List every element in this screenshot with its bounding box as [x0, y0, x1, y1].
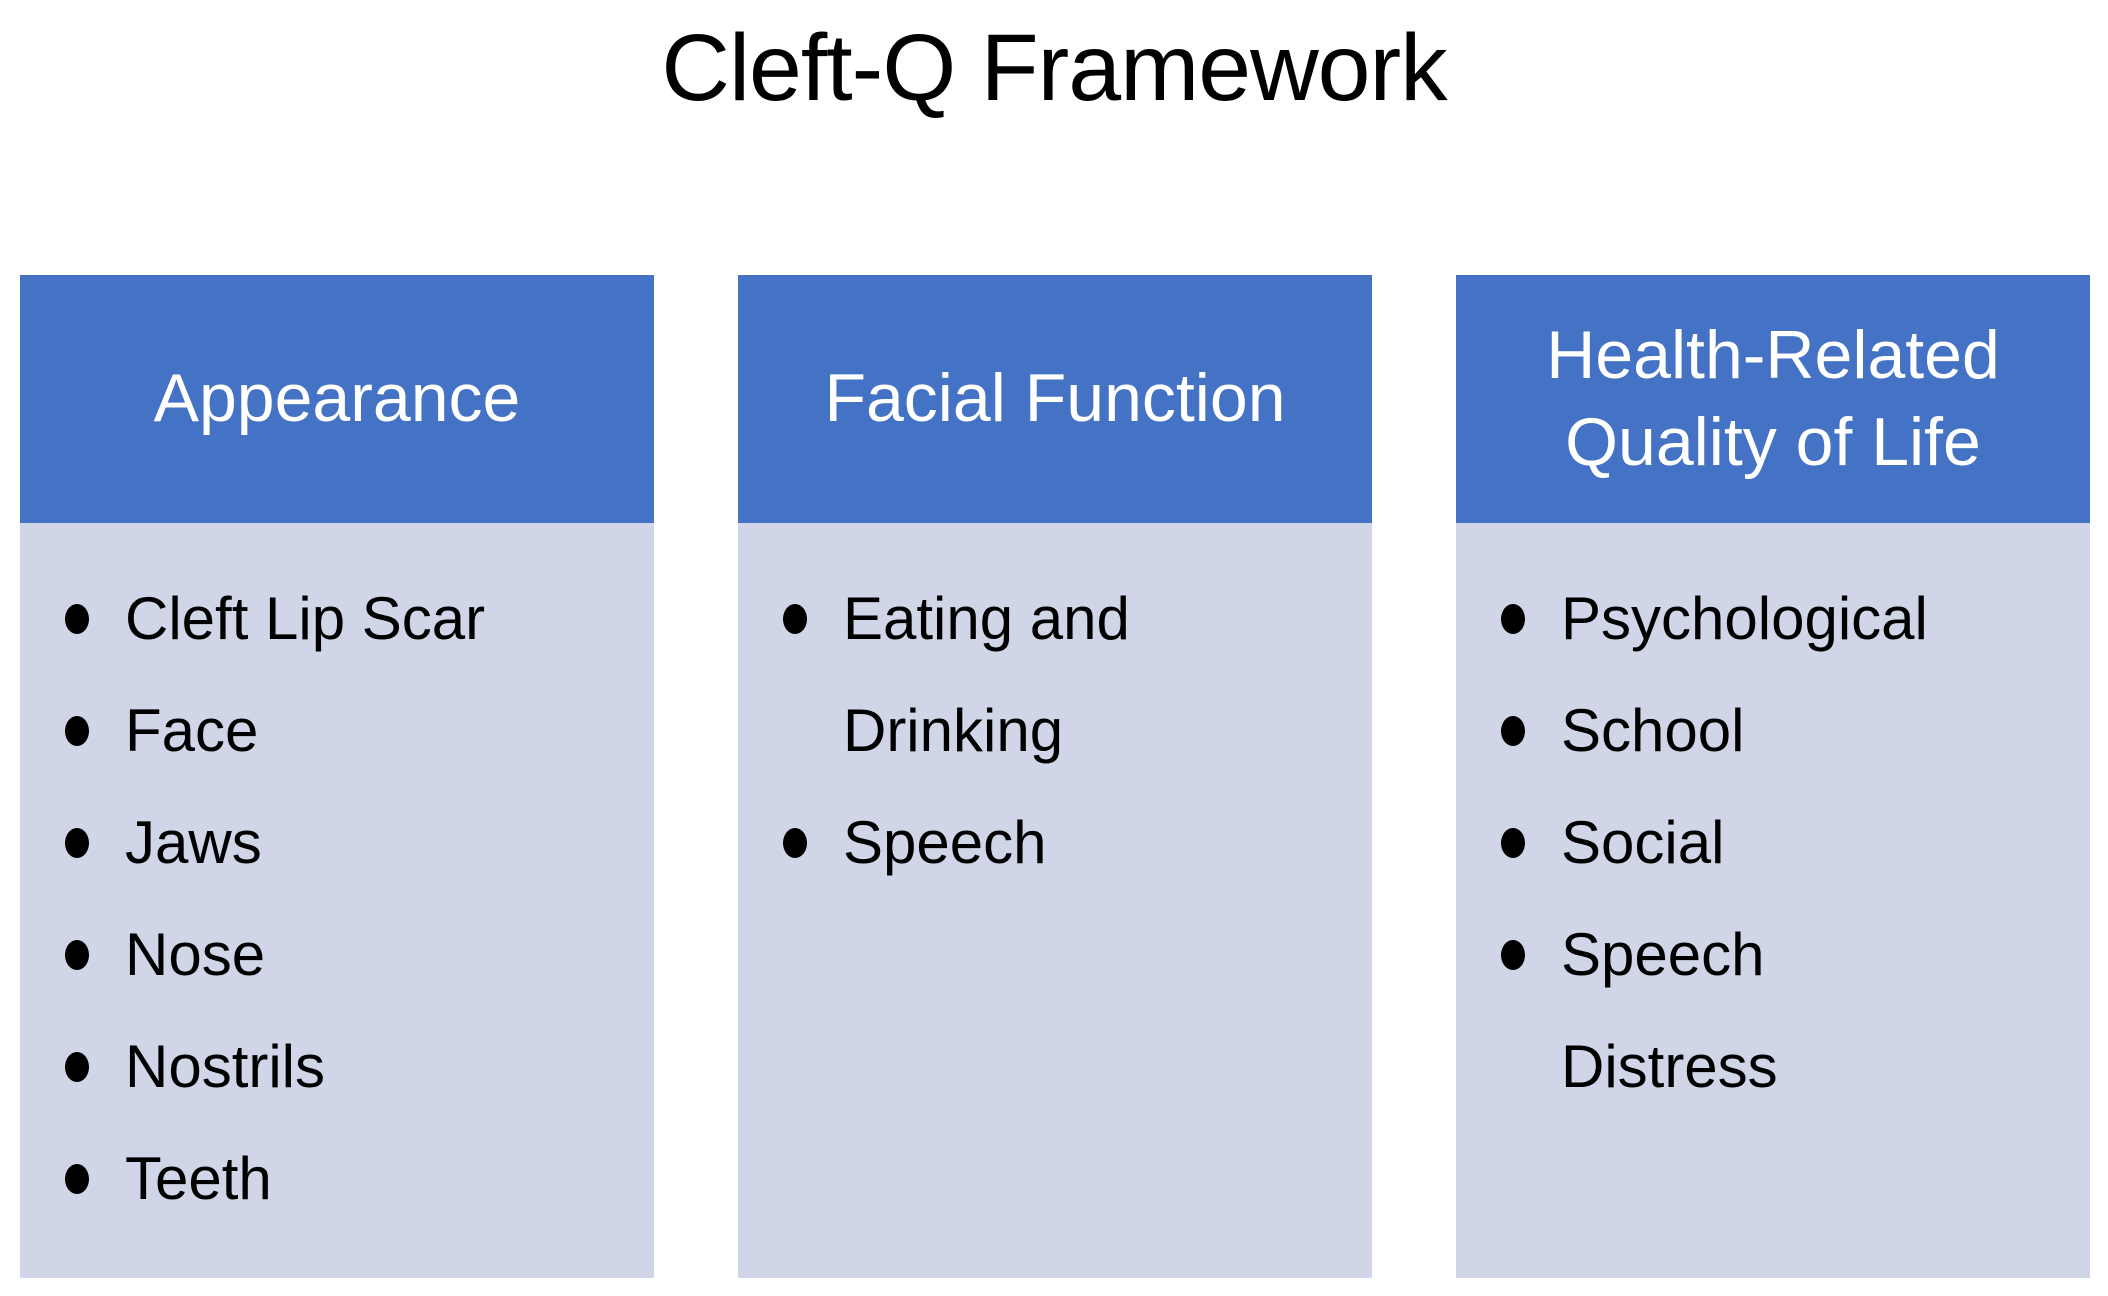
page-title: Cleft-Q Framework	[661, 15, 1447, 121]
hrqol-list: Psychological School Social Speech Distr…	[1491, 563, 2072, 1123]
bullet-icon	[55, 787, 125, 899]
bullet-icon	[773, 563, 843, 675]
list-item-label: Speech	[843, 809, 1047, 876]
column-health-related-quality-of-life: Health-Related Quality of Life Psycholog…	[1456, 275, 2090, 1278]
list-item-label: Eating and Drinking	[843, 585, 1130, 764]
appearance-list: Cleft Lip Scar Face Jaws Nose Nostrils	[55, 563, 636, 1235]
list-item-label: Social	[1561, 809, 1725, 876]
list-item-label: Teeth	[125, 1145, 272, 1212]
list-item-label: Nostrils	[125, 1033, 326, 1100]
bullet-icon	[55, 563, 125, 675]
column-hrqol-header: Health-Related Quality of Life	[1456, 275, 2090, 523]
column-facial-function-header: Facial Function	[738, 275, 1372, 523]
bullet-icon	[773, 787, 843, 899]
column-facial-function: Facial Function Eating and Drinking Spee…	[738, 275, 1372, 1278]
list-item-label: Face	[125, 697, 259, 764]
column-facial-function-body: Eating and Drinking Speech	[738, 523, 1372, 1278]
list-item-label: Nose	[125, 921, 266, 988]
list-item: Face	[55, 675, 636, 787]
facial-function-list: Eating and Drinking Speech	[773, 563, 1354, 899]
list-item: Nose	[55, 899, 636, 1011]
bullet-icon	[55, 1123, 125, 1235]
list-item-label: Psychological	[1561, 585, 1928, 652]
list-item-label: School	[1561, 697, 1745, 764]
list-item-label: Speech Distress	[1561, 921, 1778, 1100]
list-item: Psychological	[1491, 563, 2072, 675]
bullet-icon	[55, 899, 125, 1011]
list-item-label: Jaws	[125, 809, 262, 876]
list-item: Social	[1491, 787, 2072, 899]
column-appearance: Appearance Cleft Lip Scar Face Jaws Nose	[20, 275, 654, 1278]
bullet-icon	[55, 675, 125, 787]
list-item: Eating and Drinking	[773, 563, 1354, 787]
bullet-icon	[55, 1011, 125, 1123]
list-item: Cleft Lip Scar	[55, 563, 636, 675]
bullet-icon	[1491, 563, 1561, 675]
list-item: School	[1491, 675, 2072, 787]
column-appearance-header: Appearance	[20, 275, 654, 523]
column-hrqol-body: Psychological School Social Speech Distr…	[1456, 523, 2090, 1278]
column-appearance-body: Cleft Lip Scar Face Jaws Nose Nostrils	[20, 523, 654, 1278]
list-item: Teeth	[55, 1123, 636, 1235]
framework-columns: Appearance Cleft Lip Scar Face Jaws Nose	[20, 275, 2090, 1278]
bullet-icon	[1491, 787, 1561, 899]
list-item: Nostrils	[55, 1011, 636, 1123]
list-item: Jaws	[55, 787, 636, 899]
bullet-icon	[1491, 675, 1561, 787]
list-item: Speech Distress	[1491, 899, 2072, 1123]
list-item-label: Cleft Lip Scar	[125, 585, 486, 652]
bullet-icon	[1491, 899, 1561, 1011]
list-item: Speech	[773, 787, 1354, 899]
